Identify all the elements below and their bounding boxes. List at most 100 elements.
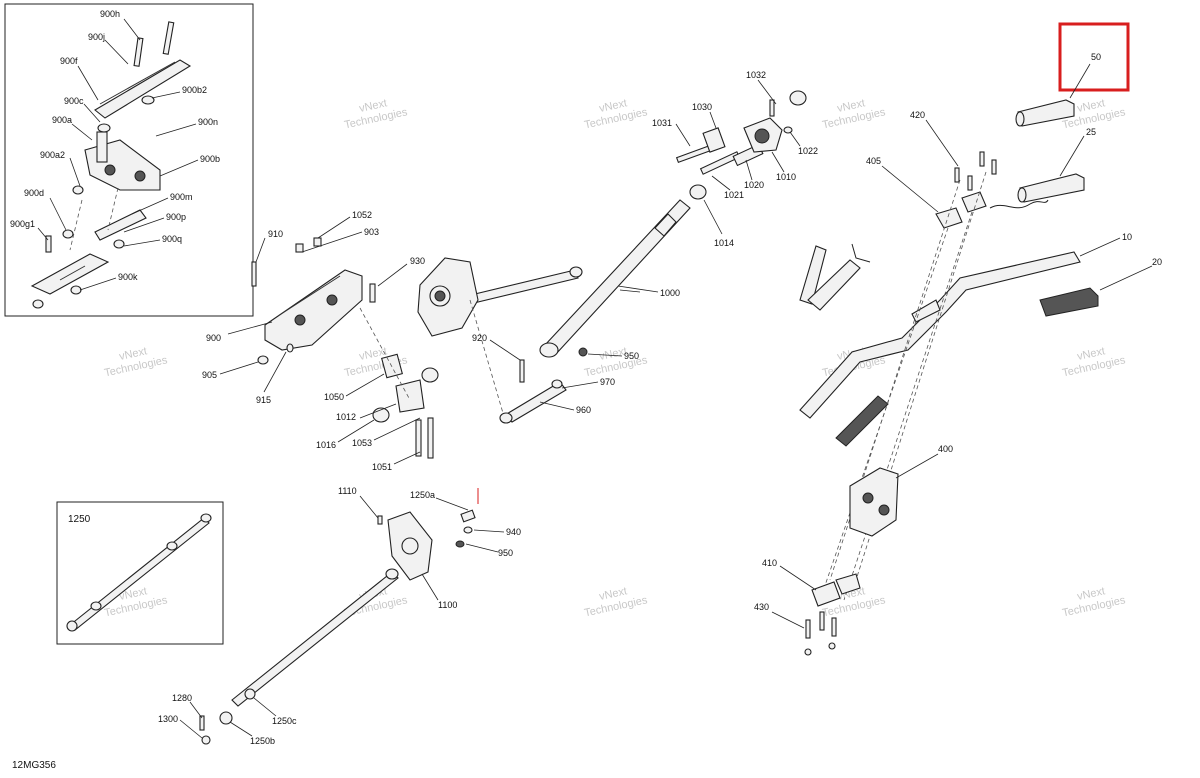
bolt-1051 [415, 419, 422, 457]
bracket-hole [134, 170, 146, 182]
bracket-hole [294, 314, 306, 326]
leader-line [1069, 63, 1091, 99]
callout-1020: 1020 [744, 180, 764, 190]
handlebar-10 [799, 251, 1081, 419]
bolt-920 [519, 359, 525, 383]
ball-joint-1250b [219, 711, 233, 725]
callout-910: 910 [268, 229, 283, 239]
leader-line [617, 285, 659, 293]
grip-end [1017, 187, 1027, 203]
leader-line [489, 339, 521, 361]
shaft-lower-end [539, 342, 559, 358]
callout-1280: 1280 [172, 693, 192, 703]
inset-1250-frame [56, 501, 224, 645]
seal-ring [421, 367, 439, 383]
leader-line [709, 111, 717, 129]
inset-1250-title: 1250 [68, 514, 91, 525]
housing-bore [401, 537, 419, 555]
callout-1053: 1053 [352, 438, 372, 448]
bracket-900 [264, 269, 363, 351]
leader-line [179, 719, 203, 739]
assembly-axis [855, 171, 987, 581]
washer [804, 648, 812, 656]
leader-line [37, 227, 49, 241]
callout-900g1: 900g1 [10, 219, 35, 229]
leader-line [83, 103, 101, 123]
grip-25 [1019, 173, 1085, 203]
bolt [769, 99, 775, 117]
ball-joint [499, 412, 513, 424]
tie-rod-end [66, 620, 78, 632]
callout-970: 970 [600, 377, 615, 387]
bolt-930 [369, 283, 376, 303]
screw-1110 [377, 515, 383, 525]
heater-wire [989, 199, 1049, 209]
inset-900-detail: 900h 900j 900f 900c 900a 900b2 900n 900a… [4, 3, 254, 317]
callout-1250a: 1250a [410, 490, 435, 500]
callout-1016: 1016 [316, 440, 336, 450]
callout-900j: 900j [88, 32, 105, 42]
leader-line [925, 119, 959, 167]
nut-1022 [783, 126, 793, 134]
leader-line [123, 18, 141, 41]
sleeve-1030 [702, 127, 726, 153]
diagram-code: 12MG356 [12, 760, 56, 771]
leader-line [345, 373, 385, 397]
callout-900p: 900p [166, 212, 186, 222]
leader-line [435, 497, 469, 511]
assembly-axis [843, 211, 973, 601]
boot-1250c [244, 688, 256, 700]
bushing-1032 [789, 90, 807, 106]
bolt [133, 37, 144, 67]
callout-430: 430 [754, 602, 769, 612]
riser-400 [849, 467, 899, 537]
leader-line [561, 381, 599, 389]
callout-410: 410 [762, 558, 777, 568]
callout-903: 903 [364, 227, 379, 237]
callout-1014: 1014 [714, 238, 734, 248]
nut-1300 [201, 735, 211, 745]
riser-hole [862, 492, 874, 504]
leader-line [359, 495, 379, 519]
svg-text:vNext: vNext [358, 97, 388, 115]
washer-940 [463, 526, 473, 534]
bolt [45, 235, 52, 253]
shaft-joint [385, 568, 399, 580]
base-plate-slot [59, 265, 86, 281]
svg-text:vNext: vNext [1076, 97, 1106, 115]
leader-line [771, 611, 805, 629]
leader-line [189, 701, 203, 719]
ball-joint [569, 266, 583, 278]
leader-line [104, 39, 129, 65]
leader-line [895, 453, 939, 479]
left-grip [835, 395, 889, 447]
housing-center [434, 290, 446, 302]
callout-900c: 900c [64, 96, 84, 106]
leader-line [359, 403, 397, 419]
callout-10: 10 [1122, 232, 1132, 242]
callout-900q: 900q [162, 234, 182, 244]
callout-920: 920 [472, 333, 487, 343]
washer [97, 123, 111, 133]
washer [141, 95, 155, 105]
leader-line [151, 91, 181, 99]
callout-900b2: 900b2 [182, 85, 207, 95]
clamp-405 [935, 207, 963, 229]
callout-1300: 1300 [158, 714, 178, 724]
callout-900h: 900h [100, 9, 120, 19]
nut [113, 239, 125, 249]
assembly-axis [69, 199, 83, 251]
throttle-cable [851, 243, 871, 263]
leader-line [255, 237, 266, 263]
inset-1250-detail: 1250 [56, 501, 224, 645]
svg-text:vNext: vNext [118, 345, 148, 363]
bolt-420c [979, 151, 985, 167]
leader-line [49, 197, 67, 231]
bolt-430b [819, 611, 825, 631]
riser-hole [878, 504, 890, 516]
lower-arm [94, 209, 147, 241]
leader-line [79, 277, 117, 291]
callout-905: 905 [202, 370, 217, 380]
